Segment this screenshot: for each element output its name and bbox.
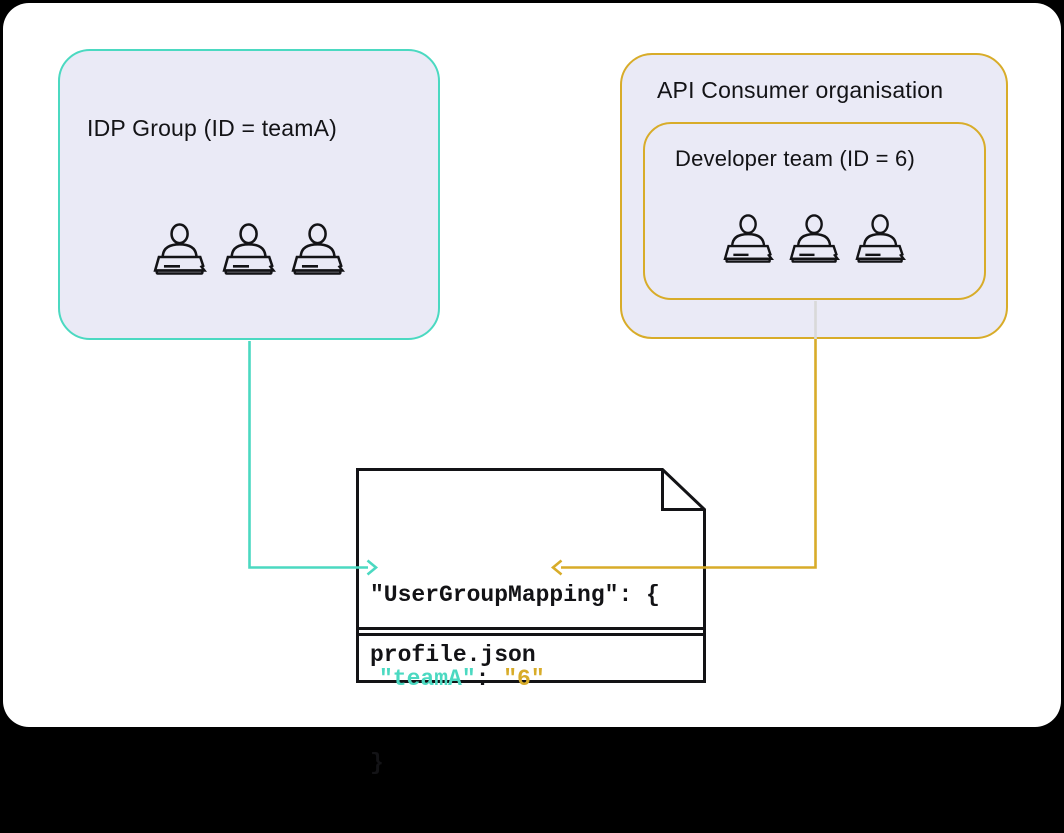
json-code-line-3: } [370, 750, 384, 776]
profile-json-document: "UserGroupMapping": { "teamA": "6" } pro… [356, 468, 706, 776]
idp-group-members [60, 219, 438, 279]
idp-group-panel: IDP Group (ID = teamA) [58, 49, 440, 340]
diagram-stage: IDP Group (ID = teamA) API Consumer orga… [3, 3, 1061, 776]
json-value-6: "6" [503, 666, 545, 692]
idp-group-title: IDP Group (ID = teamA) [87, 115, 338, 141]
developer-team-panel: Developer team (ID = 6) [643, 122, 986, 300]
person-laptop-icon [222, 223, 276, 275]
document-filename: profile.json [370, 642, 536, 668]
json-separator: : [475, 666, 504, 692]
person-laptop-icon [153, 223, 207, 275]
person-laptop-icon [723, 214, 774, 263]
person-laptop-icon [855, 214, 906, 263]
api-consumer-org-title: API Consumer organisation [657, 77, 944, 103]
developer-team-members [645, 210, 984, 267]
json-code-line-2: "teamA": "6" [370, 665, 660, 693]
person-laptop-icon [789, 214, 840, 263]
person-laptop-icon [291, 223, 345, 275]
json-key-teamA: "teamA" [379, 666, 476, 692]
developer-team-title: Developer team (ID = 6) [675, 146, 915, 171]
json-code-line-1: "UserGroupMapping": { [370, 582, 660, 608]
json-code-block: "UserGroupMapping": { "teamA": "6" } [370, 525, 660, 833]
